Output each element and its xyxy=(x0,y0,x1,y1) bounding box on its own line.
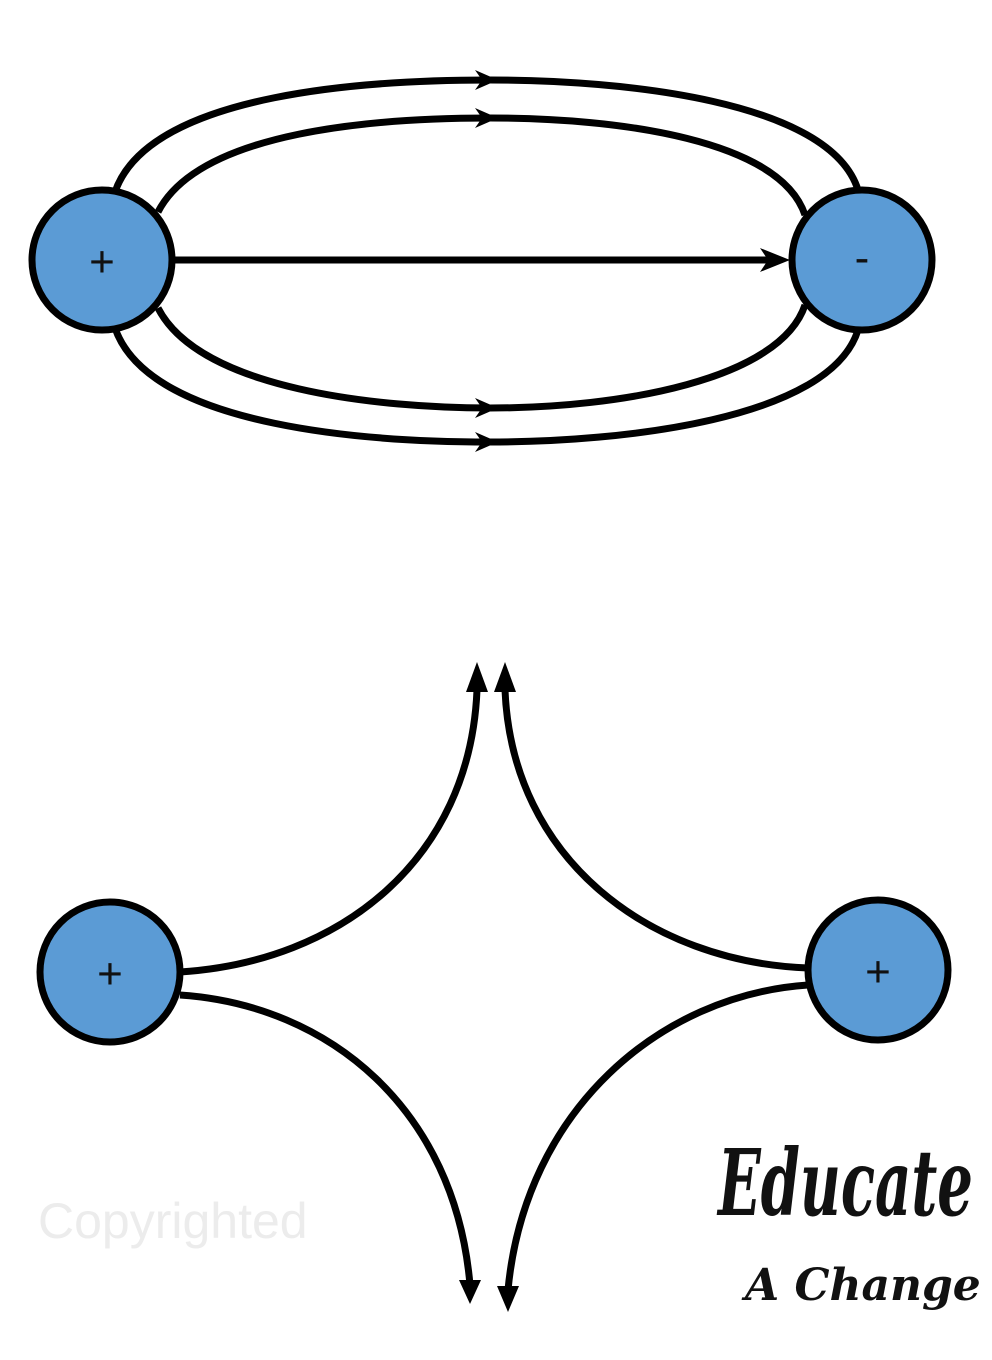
positive-charge-left xyxy=(36,898,184,1046)
charge-symbol: + xyxy=(97,950,123,999)
field-line-inner-bottom xyxy=(154,303,809,412)
charge-symbol: + xyxy=(865,948,891,997)
opposite-charges-diagram: + - xyxy=(28,70,936,452)
arrow-up-icon xyxy=(494,662,516,692)
field-line-outer-top xyxy=(111,76,862,194)
arrow-icon xyxy=(475,70,498,90)
copyright-watermark: Copyrighted xyxy=(38,1193,308,1249)
logo-change: A Change xyxy=(741,1260,981,1311)
direction-arrows xyxy=(475,70,790,452)
like-charges-diagram: + + xyxy=(36,662,952,1312)
field-line-lower-left xyxy=(179,991,474,1286)
negative-charge xyxy=(788,186,936,334)
logo-educate: Educate xyxy=(716,1129,973,1237)
arrow-up-icon xyxy=(466,662,488,692)
charge-symbol: - xyxy=(855,234,870,283)
field-line-outer-bottom xyxy=(111,326,862,446)
arrow-icon xyxy=(475,108,498,128)
arrow-icon xyxy=(475,398,498,418)
arrow-icon xyxy=(475,432,498,452)
field-line-upper-left xyxy=(179,689,481,976)
field-line-upper-right xyxy=(501,689,809,972)
field-line-inner-top xyxy=(154,114,809,217)
arrow-icon xyxy=(760,248,790,272)
charge-symbol: + xyxy=(89,238,115,287)
arrow-down-icon xyxy=(459,1280,481,1304)
field-line-lower-right xyxy=(504,981,809,1291)
positive-charge-right xyxy=(804,896,952,1044)
positive-charge xyxy=(28,186,176,334)
arrow-down-icon xyxy=(497,1286,519,1312)
educate-a-change-logo: Educate A Change xyxy=(716,1129,981,1311)
